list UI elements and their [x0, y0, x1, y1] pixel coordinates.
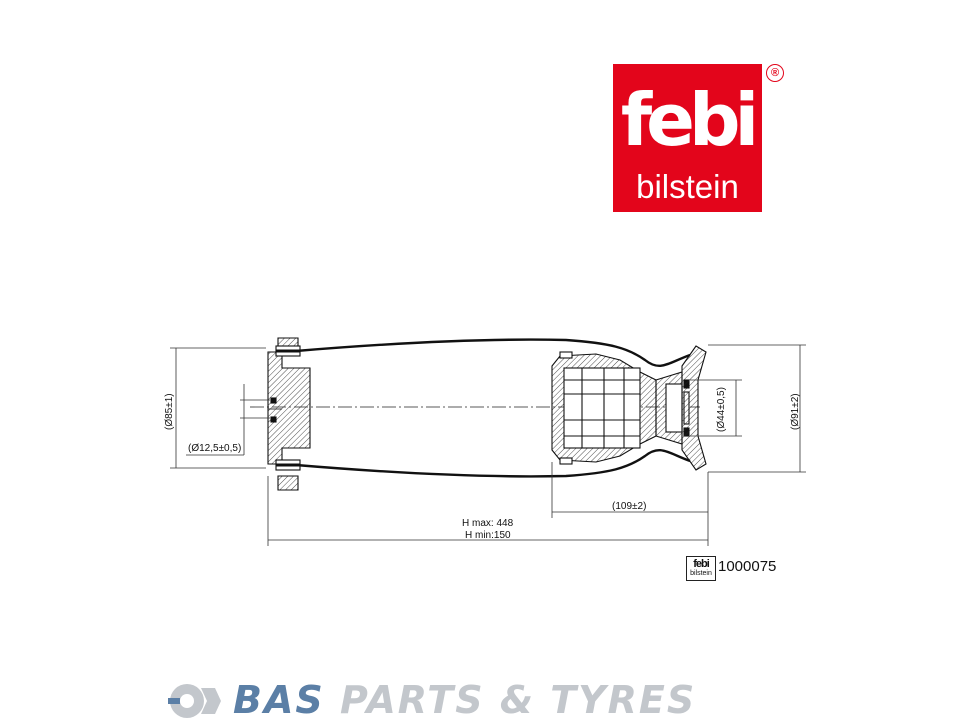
label-hmax: H max: 448	[462, 518, 514, 529]
watermark-parts-tyres: PARTS & TYRES	[339, 678, 697, 722]
part-number: 1000075	[718, 558, 777, 575]
label-d85: (Ø85±1)	[164, 393, 175, 430]
dimension-height	[267, 476, 709, 546]
small-febi-logo: febi bilstein	[686, 556, 716, 581]
dimension-l109	[551, 462, 709, 518]
registered-mark: ®	[766, 64, 784, 82]
label-d91: (Ø91±2)	[790, 393, 801, 430]
top-mounting-plate	[267, 337, 311, 491]
wheel-nut-icon	[168, 684, 221, 718]
dimension-d91	[708, 344, 806, 473]
logo-brand-bottom: bilstein	[636, 168, 739, 205]
dimension-d12-5	[186, 384, 270, 456]
watermark-text: BAS PARTS & TYRES	[233, 678, 696, 722]
label-d44: (Ø44±0,5)	[716, 387, 727, 432]
small-logo-bottom: bilstein	[690, 570, 712, 577]
dimension-d85	[170, 347, 266, 469]
label-d12-5: (Ø12,5±0,5)	[188, 443, 241, 454]
small-logo-top: febi	[693, 558, 710, 570]
piston	[551, 345, 707, 471]
rubber-bellows	[295, 338, 691, 478]
febi-bilstein-logo: febi bilstein	[613, 64, 762, 212]
label-hmin: H min:150	[465, 530, 511, 541]
label-l109: (109±2)	[612, 501, 646, 512]
dimension-d44	[690, 379, 742, 437]
watermark-bas: BAS	[233, 678, 325, 722]
logo-brand-top: febi	[620, 78, 759, 162]
